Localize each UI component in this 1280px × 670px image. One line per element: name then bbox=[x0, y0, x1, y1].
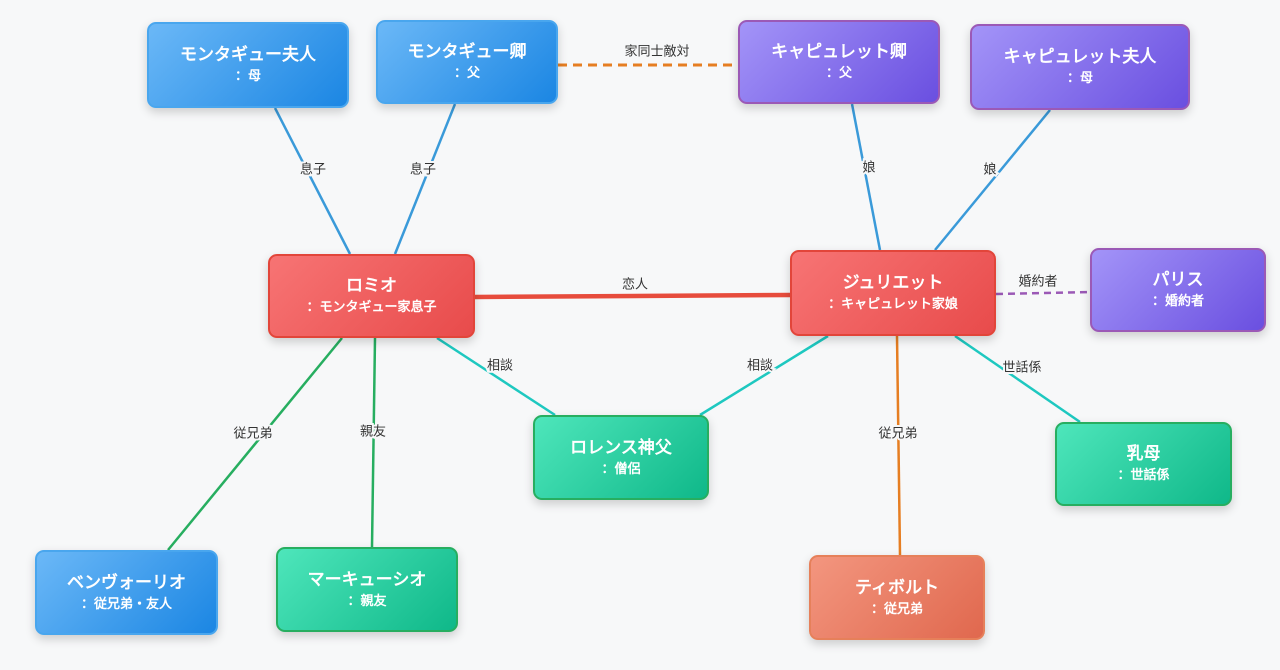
node-tybalt[interactable]: ティボルト ：従兄弟 bbox=[809, 555, 985, 640]
node-role: ：世話係 bbox=[1117, 468, 1170, 483]
node-romeo[interactable]: ロミオ ：モンタギュー家息子 bbox=[268, 254, 475, 338]
node-role: ：婚約者 bbox=[1151, 294, 1204, 309]
edge-label-juliet-nurse: 世話係 bbox=[1002, 360, 1041, 376]
edge-label-feud: 家同士敵対 bbox=[624, 44, 689, 60]
edge-label-romeo-laurence: 相談 bbox=[487, 358, 513, 374]
edge-label-lovers: 恋人 bbox=[622, 277, 648, 293]
edge-label-caplord-juliet: 娘 bbox=[862, 161, 875, 176]
node-juliet[interactable]: ジュリエット ：キャピュレット家娘 bbox=[790, 250, 996, 336]
edge-juliet-tybalt bbox=[895, 335, 902, 556]
node-montague-lady[interactable]: モンタギュー夫人 ：母 bbox=[147, 22, 349, 108]
node-name: モンタギュー卿 bbox=[407, 42, 527, 62]
node-montague-lord[interactable]: モンタギュー卿 ：父 bbox=[376, 20, 558, 104]
edge-juliet-laurence bbox=[699, 334, 829, 417]
edge-romeo-benvolio bbox=[167, 337, 343, 551]
edge-label-lord-romeo: 息子 bbox=[410, 162, 436, 178]
edge-lady-romeo bbox=[273, 107, 352, 255]
edge-label-juliet-tybalt: 従兄弟 bbox=[878, 427, 917, 442]
node-role: ：従兄弟 bbox=[870, 601, 923, 617]
edge-lord-romeo bbox=[393, 103, 457, 255]
node-name: ロミオ bbox=[346, 276, 397, 296]
node-capulet-lord[interactable]: キャピュレット卿 ：父 bbox=[738, 20, 940, 104]
node-name: ベンヴォーリオ bbox=[67, 572, 186, 593]
edge-juliet-nurse bbox=[954, 334, 1081, 424]
node-role: ：親友 bbox=[347, 593, 387, 609]
node-mercutio[interactable]: マーキューシオ ：親友 bbox=[276, 547, 458, 632]
node-role: ：モンタギュー家息子 bbox=[306, 300, 437, 315]
node-paris[interactable]: パリス ：婚約者 bbox=[1090, 248, 1266, 332]
edge-label-romeo-benvolio: 従兄弟 bbox=[233, 427, 272, 442]
node-role: ：母 bbox=[234, 69, 261, 84]
node-name: ティボルト bbox=[855, 577, 939, 598]
node-role: ：キャピュレット家娘 bbox=[828, 297, 958, 312]
edge-label-romeo-mercutio: 親友 bbox=[360, 424, 386, 440]
edge-label-engaged: 婚約者 bbox=[1018, 275, 1057, 290]
node-name: ジュリエット bbox=[842, 273, 944, 293]
node-role: ：僧侶 bbox=[601, 461, 641, 477]
node-name: キャピュレット卿 bbox=[771, 42, 907, 62]
node-name: モンタギュー夫人 bbox=[180, 45, 316, 65]
node-name: マーキューシオ bbox=[307, 569, 427, 590]
edge-label-juliet-laurence: 相談 bbox=[747, 358, 773, 374]
edge-label-lady-romeo: 息子 bbox=[300, 162, 326, 178]
node-name: パリス bbox=[1152, 270, 1204, 290]
node-capulet-lady[interactable]: キャピュレット夫人 ：母 bbox=[970, 24, 1190, 110]
edge-romeo-mercutio bbox=[370, 337, 377, 548]
node-role: ：父 bbox=[825, 66, 852, 81]
edge-engaged bbox=[995, 290, 1091, 296]
edge-caplord-juliet bbox=[850, 103, 882, 251]
node-benvolio[interactable]: ベンヴォーリオ ：従兄弟・友人 bbox=[35, 550, 218, 635]
node-name: 乳母 bbox=[1126, 444, 1161, 464]
node-name: キャピュレット夫人 bbox=[1003, 47, 1157, 67]
node-role: ：従兄弟・友人 bbox=[80, 596, 172, 612]
edge-romeo-laurence bbox=[436, 336, 556, 417]
node-nurse[interactable]: 乳母 ：世話係 bbox=[1055, 422, 1232, 506]
node-role: ：母 bbox=[1066, 71, 1093, 86]
node-role: ：父 bbox=[453, 66, 480, 81]
edge-caplady-juliet bbox=[934, 109, 1051, 251]
node-laurence[interactable]: ロレンス神父 ：僧侶 bbox=[533, 415, 709, 500]
edge-lovers bbox=[474, 292, 791, 300]
node-name: ロレンス神父 bbox=[570, 437, 672, 458]
edge-label-caplady-juliet: 娘 bbox=[983, 163, 996, 178]
